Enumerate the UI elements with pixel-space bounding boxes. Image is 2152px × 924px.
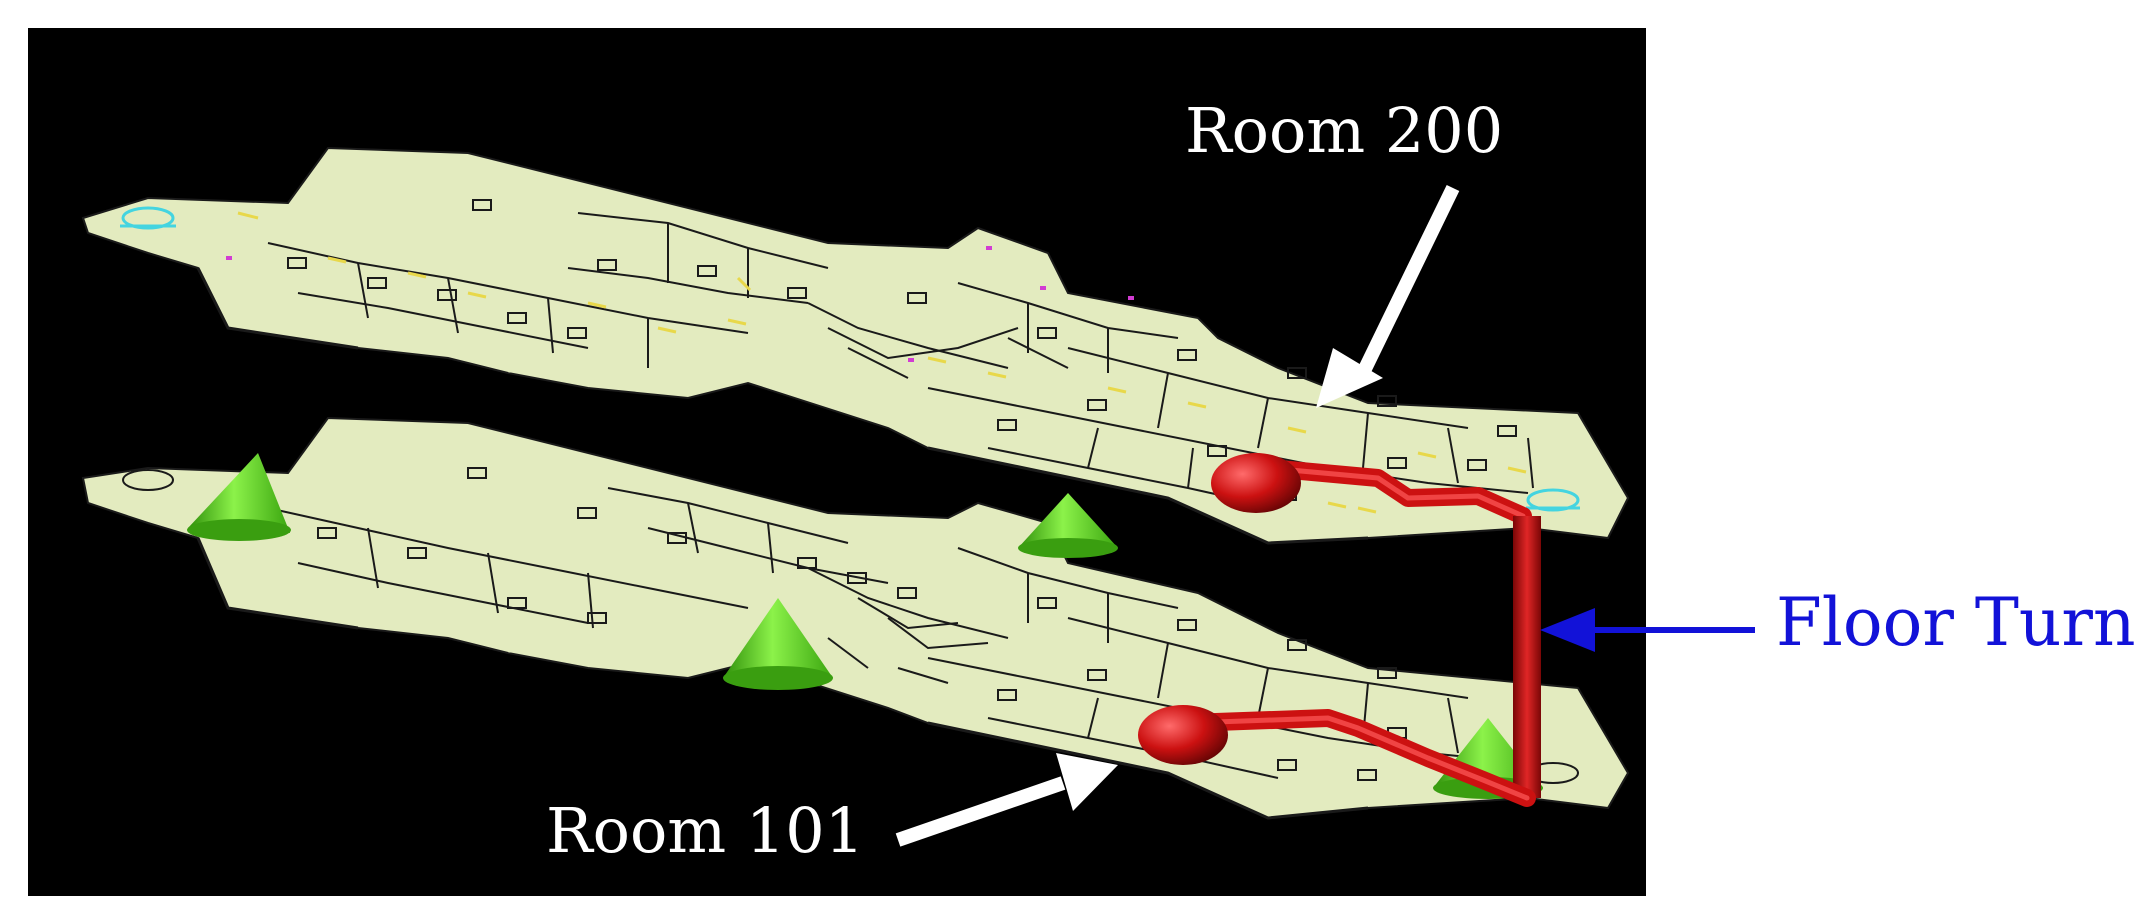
floor-turn-label: Floor Turn xyxy=(1776,584,2136,661)
room-200-label: Room 200 xyxy=(1185,94,1504,167)
floor-turn-pipe xyxy=(1513,516,1541,798)
room-200-arrowhead xyxy=(1316,348,1383,408)
upper-floor-slab xyxy=(81,146,1630,545)
beacon-cones xyxy=(187,453,1543,799)
upper-floor xyxy=(81,146,1630,545)
room-101-label: Room 101 xyxy=(546,794,865,867)
room-200-arrow xyxy=(1356,184,1460,377)
red-sphere-icon xyxy=(1138,705,1228,765)
room-101-arrow xyxy=(895,776,1066,847)
route-path xyxy=(1138,453,1541,807)
floor-plan-scene xyxy=(28,28,1646,896)
green-cone-icon xyxy=(187,453,291,541)
green-cone-icon xyxy=(1018,493,1118,558)
room-101-arrowhead xyxy=(1056,753,1118,811)
green-cone-icon xyxy=(723,598,833,690)
floor-plan-drawing xyxy=(81,146,1630,847)
red-sphere-icon xyxy=(1211,453,1301,513)
